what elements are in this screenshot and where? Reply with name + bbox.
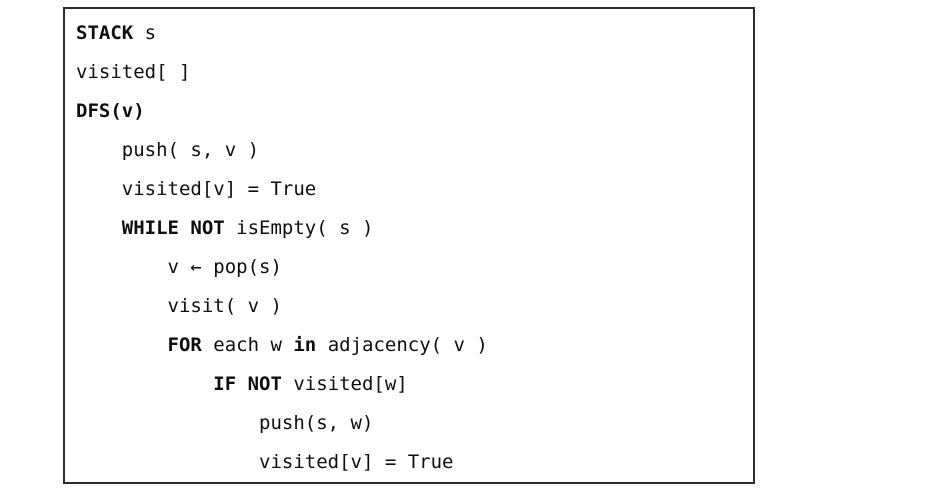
code-text: each w bbox=[201, 334, 294, 356]
code-text: visited[v] = True bbox=[76, 178, 317, 200]
keyword: STACK bbox=[76, 22, 134, 44]
keyword: IF NOT bbox=[213, 373, 282, 395]
code-line: FOR each w in adjacency( v ) bbox=[76, 326, 745, 365]
code-line: visited[ ] bbox=[76, 53, 745, 92]
pseudocode-box: STACK s visited[ ] DFS(v) push( s, v ) vis… bbox=[63, 7, 755, 484]
code-line: visited[v] = True bbox=[76, 443, 745, 482]
code-text: push(s, w) bbox=[76, 412, 374, 434]
code-text: adjacency( v ) bbox=[316, 334, 488, 356]
keyword: in bbox=[293, 334, 317, 356]
code-line: v ← pop(s) bbox=[76, 248, 745, 287]
code-text: visited[w] bbox=[281, 373, 408, 395]
code-line: visited[v] = True bbox=[76, 170, 745, 209]
code-line: IF NOT visited[w] bbox=[76, 365, 745, 404]
code-text bbox=[76, 373, 213, 395]
pseudocode: STACK s visited[ ] DFS(v) push( s, v ) vis… bbox=[76, 14, 745, 482]
code-text bbox=[76, 217, 122, 239]
code-text: visited[ ] bbox=[76, 61, 191, 83]
code-line: DFS(v) bbox=[76, 92, 745, 131]
code-text: isEmpty( s ) bbox=[224, 217, 374, 239]
keyword: FOR bbox=[167, 334, 202, 356]
keyword: DFS(v) bbox=[76, 100, 145, 122]
code-text: visit( v ) bbox=[76, 295, 282, 317]
code-text: v ← pop(s) bbox=[76, 256, 282, 278]
code-text bbox=[76, 334, 168, 356]
code-line: WHILE NOT isEmpty( s ) bbox=[76, 209, 745, 248]
code-text: s bbox=[133, 22, 157, 44]
code-line: STACK s bbox=[76, 14, 745, 53]
code-line: push( s, v ) bbox=[76, 131, 745, 170]
code-text: visited[v] = True bbox=[76, 451, 454, 473]
code-text: push( s, v ) bbox=[76, 139, 260, 161]
code-line: push(s, w) bbox=[76, 404, 745, 443]
code-line: visit( v ) bbox=[76, 287, 745, 326]
keyword: WHILE NOT bbox=[121, 217, 225, 239]
